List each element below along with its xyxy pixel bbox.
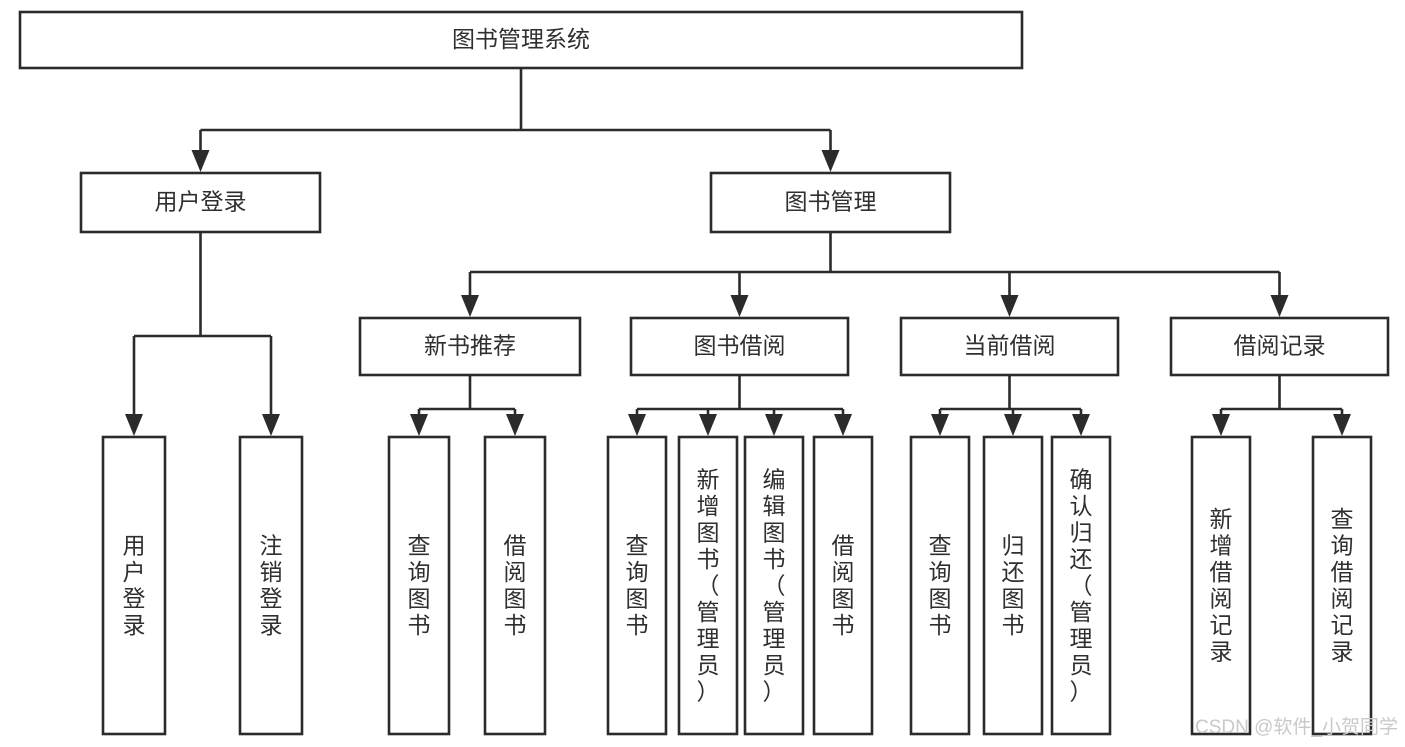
node-root-system[interactable]: 图书管理系统 bbox=[18, 10, 1024, 70]
node-rect bbox=[387, 435, 451, 736]
node-current-borrow[interactable]: 当前借阅 bbox=[899, 316, 1120, 377]
watermark-label: CSDN @软件_小贺同学 bbox=[1195, 716, 1398, 738]
node-rect bbox=[1050, 435, 1112, 736]
node-label: 当前借阅 bbox=[964, 333, 1056, 359]
node-rect bbox=[358, 316, 582, 377]
node-label: 借阅图书 bbox=[504, 533, 527, 639]
node-label: 归还图书 bbox=[1002, 533, 1025, 639]
node-label: 用户登录 bbox=[123, 533, 146, 639]
arrow-head-icon bbox=[931, 414, 949, 436]
node-rect bbox=[238, 435, 304, 736]
node-leaf-add-book[interactable]: 新增图书（管理员） bbox=[677, 435, 739, 736]
node-rect bbox=[1311, 435, 1373, 736]
arrow-head-icon bbox=[1212, 414, 1230, 436]
arrow-head-icon bbox=[461, 295, 479, 317]
arrow-head-icon bbox=[1333, 414, 1351, 436]
node-label: 图书管理 bbox=[785, 189, 877, 215]
node-rect bbox=[18, 10, 1024, 70]
node-user-login[interactable]: 用户登录 bbox=[79, 171, 322, 234]
node-book-management[interactable]: 图书管理 bbox=[709, 171, 952, 234]
node-rect bbox=[709, 171, 952, 234]
arrow-head-icon bbox=[1000, 295, 1019, 317]
arrow-head-icon bbox=[1270, 295, 1289, 317]
node-leaf-edit-book[interactable]: 编辑图书（管理员） bbox=[743, 435, 805, 736]
arrow-head-icon bbox=[730, 295, 749, 317]
node-rect bbox=[909, 435, 971, 736]
node-label: 查询图书 bbox=[626, 533, 649, 639]
node-rect bbox=[79, 171, 322, 234]
arrow-head-icon bbox=[410, 414, 428, 436]
node-rect bbox=[743, 435, 805, 736]
node-label: 查询借阅记录 bbox=[1331, 506, 1354, 665]
node-label: 图书管理系统 bbox=[452, 26, 590, 52]
node-leaf-user-login[interactable]: 用户登录 bbox=[101, 435, 167, 736]
arrow-head-icon bbox=[262, 414, 280, 436]
node-leaf-return-book[interactable]: 归还图书 bbox=[982, 435, 1044, 736]
node-rect bbox=[629, 316, 850, 377]
node-label: 借阅记录 bbox=[1234, 333, 1326, 359]
arrow-head-icon bbox=[1072, 414, 1090, 436]
node-rect bbox=[982, 435, 1044, 736]
node-rect bbox=[483, 435, 547, 736]
node-label: 确认归还（管理员） bbox=[1070, 466, 1093, 704]
node-label: 注销登录 bbox=[260, 533, 283, 639]
node-rect bbox=[812, 435, 874, 736]
node-rect bbox=[899, 316, 1120, 377]
arrow-head-icon bbox=[191, 150, 210, 172]
connectors-layer bbox=[125, 68, 1351, 436]
node-borrow-record[interactable]: 借阅记录 bbox=[1169, 316, 1390, 377]
arrow-head-icon bbox=[506, 414, 524, 436]
node-new-book-recommend[interactable]: 新书推荐 bbox=[358, 316, 582, 377]
node-leaf-query-book-recommend[interactable]: 查询图书 bbox=[387, 435, 451, 736]
arrow-head-icon bbox=[821, 150, 840, 172]
node-rect bbox=[677, 435, 739, 736]
node-leaf-query-book-borrow[interactable]: 查询图书 bbox=[606, 435, 668, 736]
node-leaf-query-borrow-record[interactable]: 查询借阅记录 bbox=[1311, 435, 1373, 736]
node-rect bbox=[1190, 435, 1252, 736]
node-label: 编辑图书（管理员） bbox=[763, 466, 786, 704]
arrow-head-icon bbox=[1004, 414, 1022, 436]
node-label: 借阅图书 bbox=[832, 533, 855, 639]
node-rect bbox=[606, 435, 668, 736]
node-label: 用户登录 bbox=[155, 189, 247, 215]
node-label: 图书借阅 bbox=[694, 333, 786, 359]
node-rect bbox=[1169, 316, 1390, 377]
node-book-borrow[interactable]: 图书借阅 bbox=[629, 316, 850, 377]
arrow-head-icon bbox=[628, 414, 646, 436]
node-leaf-borrow-book[interactable]: 借阅图书 bbox=[812, 435, 874, 736]
arrow-head-icon bbox=[125, 414, 143, 436]
arrow-head-icon bbox=[834, 414, 852, 436]
node-leaf-borrow-book-recommend[interactable]: 借阅图书 bbox=[483, 435, 547, 736]
node-label: 查询图书 bbox=[929, 533, 952, 639]
node-leaf-query-book-current[interactable]: 查询图书 bbox=[909, 435, 971, 736]
node-leaf-add-borrow-record[interactable]: 新增借阅记录 bbox=[1190, 435, 1252, 736]
node-label: 新增借阅记录 bbox=[1210, 506, 1233, 665]
node-label: 新书推荐 bbox=[424, 333, 516, 359]
nodes-layer: 图书管理系统用户登录图书管理新书推荐图书借阅当前借阅借阅记录用户登录注销登录查询… bbox=[18, 10, 1390, 736]
node-label: 查询图书 bbox=[408, 533, 431, 639]
node-leaf-logout[interactable]: 注销登录 bbox=[238, 435, 304, 736]
arrow-head-icon bbox=[699, 414, 717, 436]
node-rect bbox=[101, 435, 167, 736]
node-leaf-confirm-return[interactable]: 确认归还（管理员） bbox=[1050, 435, 1112, 736]
node-label: 新增图书（管理员） bbox=[697, 466, 720, 704]
arrow-head-icon bbox=[765, 414, 783, 436]
